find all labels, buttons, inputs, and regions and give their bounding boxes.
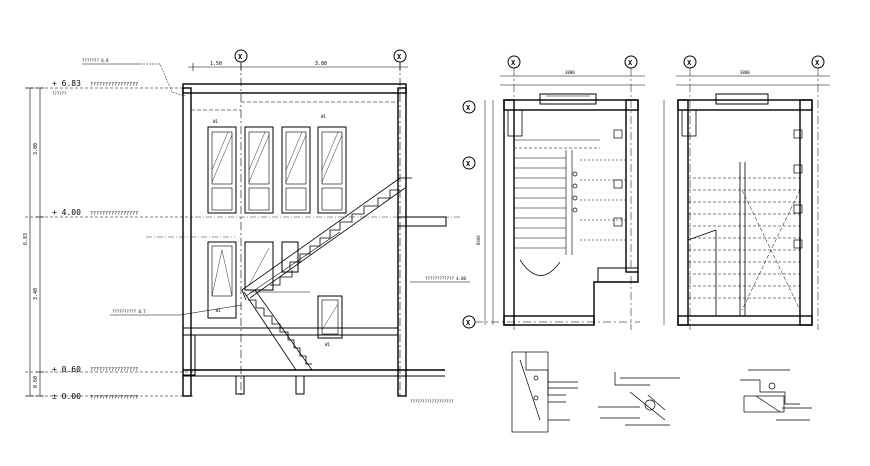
upper-window-row: W1 W1 <box>207 114 347 214</box>
svg-text:????????????????: ???????????????? <box>90 82 138 88</box>
ground-note: ?????????????????? <box>410 399 454 404</box>
svg-text:0.60: 0.60 <box>33 376 39 388</box>
plan-a-dimensions: 3800 6000 <box>476 70 645 325</box>
svg-text:??????????????????: ?????????????????? <box>410 399 454 404</box>
section-walls <box>182 83 445 397</box>
svg-text:+ 4.00: + 4.00 <box>52 208 81 217</box>
svg-text:X: X <box>466 104 471 112</box>
svg-text:3800: 3800 <box>565 70 575 75</box>
svg-text:X: X <box>466 319 471 327</box>
lower-stair-flight <box>243 231 341 371</box>
landing-slab <box>397 216 447 227</box>
svg-text:X: X <box>815 59 820 67</box>
plan-b-dimensions: 3800 <box>663 70 830 325</box>
axis-marker-plan-a-top-2: X <box>624 55 638 330</box>
svg-text:3.40: 3.40 <box>33 288 39 300</box>
svg-text:X: X <box>238 53 243 61</box>
svg-text:3.80: 3.80 <box>315 61 327 67</box>
svg-text:???????????? 4.00: ???????????? 4.00 <box>425 276 467 281</box>
level-label-4: ± 0.00 ???????????????? <box>52 392 138 401</box>
svg-text:3.00: 3.00 <box>33 143 39 155</box>
axis-marker-plan-a-left-1: X <box>462 100 476 114</box>
svg-text:W1: W1 <box>325 342 330 347</box>
vertical-dimensions: 6.83 3.00 3.40 0.60 <box>23 87 44 397</box>
svg-text:1.50: 1.50 <box>210 61 222 67</box>
detail-3 <box>740 369 812 421</box>
landing-note: ???????????? 4.00 <box>410 276 470 283</box>
mid-note: ?????????? 0.7 <box>110 304 243 316</box>
upper-stair-flight <box>241 177 412 301</box>
plan-a-column-markers <box>572 129 623 227</box>
svg-text:X: X <box>511 59 516 67</box>
svg-text:?????????? 0.7: ?????????? 0.7 <box>112 309 146 314</box>
svg-text:??????: ?????? <box>52 91 67 96</box>
roof-note: ??????? 6.8 <box>82 58 186 97</box>
stair-plan-a: X X X X X 3800 6000 <box>462 55 645 330</box>
level-label-2: + 4.00 ???????????????? <box>52 208 138 217</box>
svg-text:X: X <box>397 53 402 61</box>
svg-text:W1: W1 <box>321 114 326 119</box>
axis-marker-section-2: X <box>393 49 407 395</box>
svg-text:X: X <box>687 59 692 67</box>
plan-b-walls <box>677 93 813 326</box>
svg-text:W1: W1 <box>216 308 221 313</box>
level-label-3: + 0.60 ???????????????? <box>52 365 138 374</box>
svg-text:????????????????: ???????????????? <box>90 367 138 373</box>
stair-section: X X 1.50 3.80 6.83 3.00 <box>23 49 470 404</box>
plan-b-stair-treads <box>688 177 800 299</box>
detail-1 <box>511 351 578 433</box>
svg-text:??????? 6.8: ??????? 6.8 <box>82 58 109 63</box>
construction-lines <box>146 216 460 238</box>
stair-plan-b: X X 3800 <box>663 55 830 330</box>
svg-text:+ 6.83: + 6.83 <box>52 79 81 88</box>
detail-2 <box>598 372 680 426</box>
level-lines <box>25 87 195 397</box>
svg-text:X: X <box>466 160 471 168</box>
axis-marker-plan-a-left-2: X <box>462 156 476 170</box>
svg-text:6.83: 6.83 <box>23 233 29 245</box>
plan-b-column-markers <box>793 129 803 249</box>
svg-text:+ 0.60: + 0.60 <box>52 365 81 374</box>
plan-b-void-cross <box>741 189 801 311</box>
svg-text:3800: 3800 <box>740 70 750 75</box>
axis-marker-plan-b-1: X <box>683 55 697 330</box>
plan-a-walls <box>503 93 639 326</box>
lower-window-row: W1 W1 <box>207 241 343 347</box>
svg-text:X: X <box>628 59 633 67</box>
axis-marker-plan-b-2: X <box>811 55 825 330</box>
svg-text:W1: W1 <box>213 119 218 124</box>
plan-b-handrail <box>687 162 746 316</box>
level-label-1: + 6.83 ???????????????? ?????? <box>52 79 138 96</box>
svg-text:6000: 6000 <box>476 235 481 245</box>
svg-text:± 0.00: ± 0.00 <box>52 392 81 401</box>
axis-marker-plan-a-left-3: X <box>462 315 640 329</box>
top-dimension: 1.50 3.80 <box>188 61 408 71</box>
svg-text:????????????????: ???????????????? <box>90 211 138 217</box>
plan-a-stair-treads <box>514 139 625 276</box>
axis-marker-section-1: X <box>234 49 248 395</box>
svg-text:????????????????: ???????????????? <box>90 395 138 401</box>
